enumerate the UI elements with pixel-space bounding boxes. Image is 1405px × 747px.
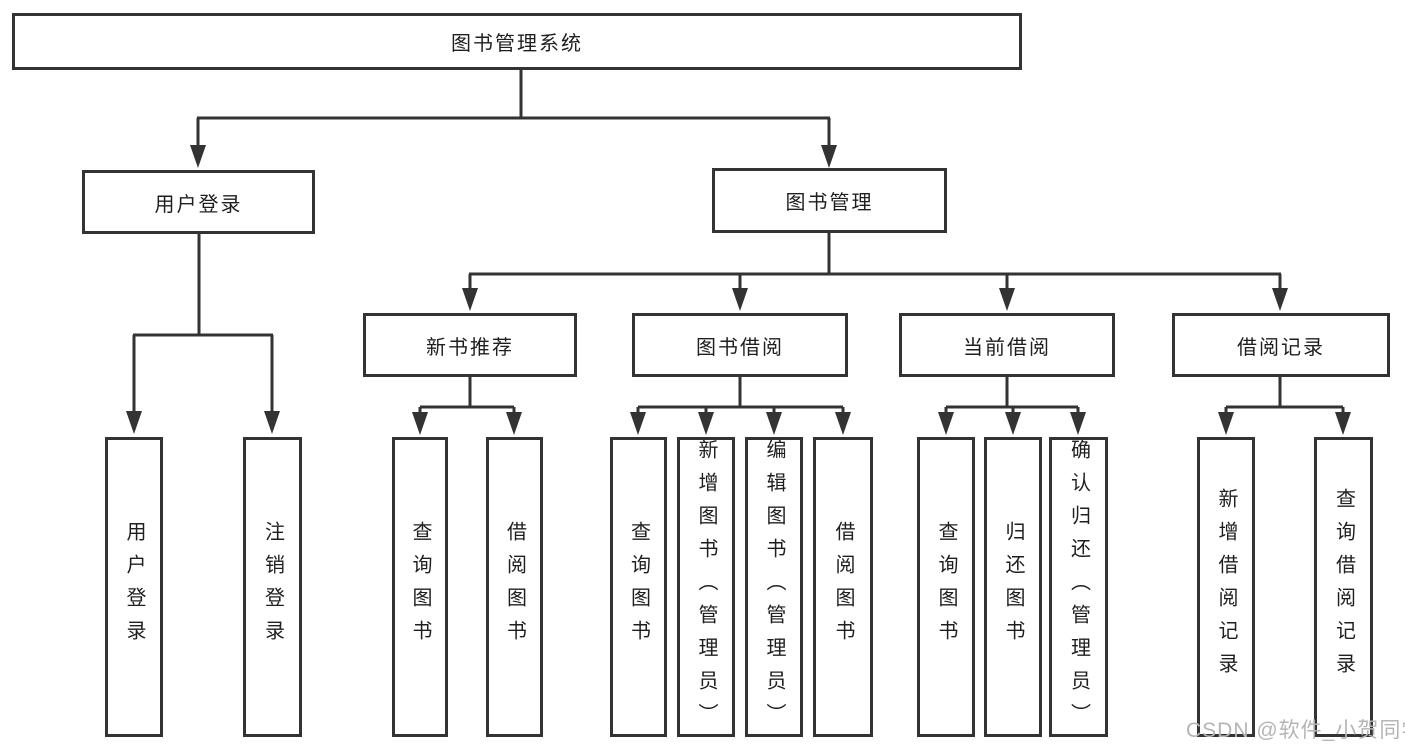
arrowhead [999,288,1015,311]
arrowhead [462,288,478,311]
arrow-stems-level3 [468,274,1282,293]
node-borrow-records: 借阅记录 [1172,313,1390,377]
arrowhead [1218,412,1234,435]
arrowhead [766,412,782,435]
arrowhead [412,412,428,435]
arrow-stems-user-login [132,335,274,414]
arrowhead [835,412,851,435]
connector-book-mgmt-bus [469,233,1281,276]
connector-book-borrow-bus [638,377,843,409]
arrowhead [630,412,646,435]
arrowhead [126,411,142,434]
arrowhead [938,412,954,435]
node-new-book-recommend: 新书推荐 [363,313,577,377]
leaf-query-borrow-record: 查询借阅记录 [1314,437,1373,737]
leaf-query-books-recommend: 查询图书 [392,437,448,737]
arrowhead [1272,288,1288,311]
arrowhead [1070,412,1086,435]
leaf-borrow-books: 借阅图书 [813,437,873,737]
node-current-borrow: 当前借阅 [899,313,1115,377]
arrowhead [821,145,837,168]
arrowhead [732,288,748,311]
leaf-user-login: 用户登录 [105,437,163,737]
leaf-logout: 注销登录 [243,437,302,737]
leaf-add-borrow-record: 新增借阅记录 [1197,437,1255,737]
leaf-confirm-return-admin: 确认归还（管理员） [1049,437,1108,737]
node-user-login: 用户登录 [82,170,315,234]
connector-user-login-bus [133,233,273,337]
arrowhead [264,411,280,434]
node-root-system: 图书管理系统 [12,13,1022,70]
connector-current-borrow-bus [946,377,1078,409]
node-book-management: 图书管理 [712,168,947,233]
connector-new-book-bus [420,377,514,409]
leaf-return-books: 归还图书 [984,437,1042,737]
leaf-query-books-borrow: 查询图书 [610,437,667,737]
connector-root-bus [197,69,830,120]
leaf-edit-books-admin: 编辑图书（管理员） [745,437,803,737]
node-book-borrow: 图书借阅 [632,313,848,377]
leaf-add-books-admin: 新增图书（管理员） [677,437,735,737]
arrowhead [506,412,522,435]
leaf-borrow-books-recommend: 借阅图书 [486,437,543,737]
arrow-stems-leaves [418,407,1345,416]
arrowhead [1335,412,1351,435]
csdn-watermark: CSDN @软件_小贺同学 [1186,719,1405,742]
leaf-query-books-current: 查询图书 [917,437,975,737]
connector-borrow-records-bus [1226,377,1343,409]
arrowhead [190,145,206,168]
arrow-stems-level2 [196,118,831,149]
arrowhead [698,412,714,435]
arrowhead [1005,412,1021,435]
